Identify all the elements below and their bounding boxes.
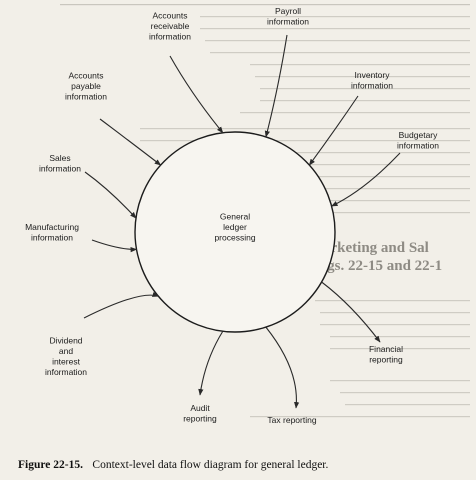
accounts-payable-label-line: Accounts — [69, 71, 104, 81]
financial-reporting-label-line: reporting — [369, 354, 403, 364]
dividend-interest-label-line: information — [45, 367, 87, 377]
figure-number: Figure 22-15. — [18, 459, 83, 471]
accounts-receivable-label-line: receivable — [151, 21, 190, 31]
accounts-payable-label-line: information — [65, 92, 107, 102]
payroll-label-line: Payroll — [275, 6, 301, 16]
audit-reporting-label-line: Audit — [190, 403, 210, 413]
figure-caption: Figure 22-15. Context-level data flow di… — [18, 455, 329, 472]
tax-reporting-flow-arrow — [265, 326, 300, 409]
tax-reporting-label-line: Tax reporting — [267, 415, 316, 425]
budgetary-label-line: Budgetary — [399, 130, 438, 140]
bleed-heading-line-2: figs. 22-15 and 22-1 — [318, 258, 442, 274]
accounts-payable-flow-arrow — [99, 118, 162, 166]
financial-reporting-label-line: Financial — [369, 344, 403, 354]
tax-reporting-label: Tax reporting — [267, 415, 316, 425]
budgetary-flow-arrow — [330, 152, 401, 207]
general-ledger-process-line: General — [220, 212, 250, 222]
sales-label-line: Sales — [49, 153, 70, 163]
inventory-label-line: information — [351, 80, 393, 90]
accounts-payable-label-line: payable — [71, 81, 101, 91]
manufacturing-flow-arrow — [91, 239, 138, 253]
bleed-heading-line-1: farketing and Sal — [318, 240, 429, 256]
dividend-interest-label-line: interest — [52, 356, 81, 366]
accounts-receivable-label-line: Accounts — [153, 11, 188, 21]
sales-label-line: information — [39, 163, 81, 173]
general-ledger-process-circle — [134, 131, 336, 333]
dividend-interest-label-line: Dividend — [49, 335, 82, 345]
dividend-interest-flow-arrow — [83, 291, 160, 319]
dividend-interest-label-line: and — [59, 346, 73, 356]
accounts-receivable-flow-arrow — [169, 55, 224, 134]
audit-reporting-flow-arrow — [198, 330, 224, 396]
manufacturing-label-line: information — [31, 232, 73, 242]
inventory-flow-arrow — [308, 95, 359, 166]
inventory-label-line: Inventory — [355, 70, 391, 80]
figure-caption-text: Context-level data flow diagram for gene… — [92, 459, 328, 471]
payroll-flow-arrow — [264, 34, 288, 138]
general-ledger-process-line: ledger — [223, 222, 247, 232]
audit-reporting-label-line: reporting — [183, 413, 217, 423]
sales-flow-arrow — [84, 171, 137, 219]
manufacturing-label-line: Manufacturing — [25, 222, 79, 232]
budgetary-label-line: information — [397, 140, 439, 150]
payroll-label-line: information — [267, 16, 309, 26]
accounts-receivable-label-line: information — [149, 32, 191, 42]
general-ledger-process-line: processing — [214, 233, 255, 243]
financial-reporting-flow-arrow — [321, 281, 381, 343]
bleed-through-texture: farketing and Sal figs. 22-15 and 22-1 — [60, 4, 470, 418]
data-flows — [83, 34, 401, 409]
